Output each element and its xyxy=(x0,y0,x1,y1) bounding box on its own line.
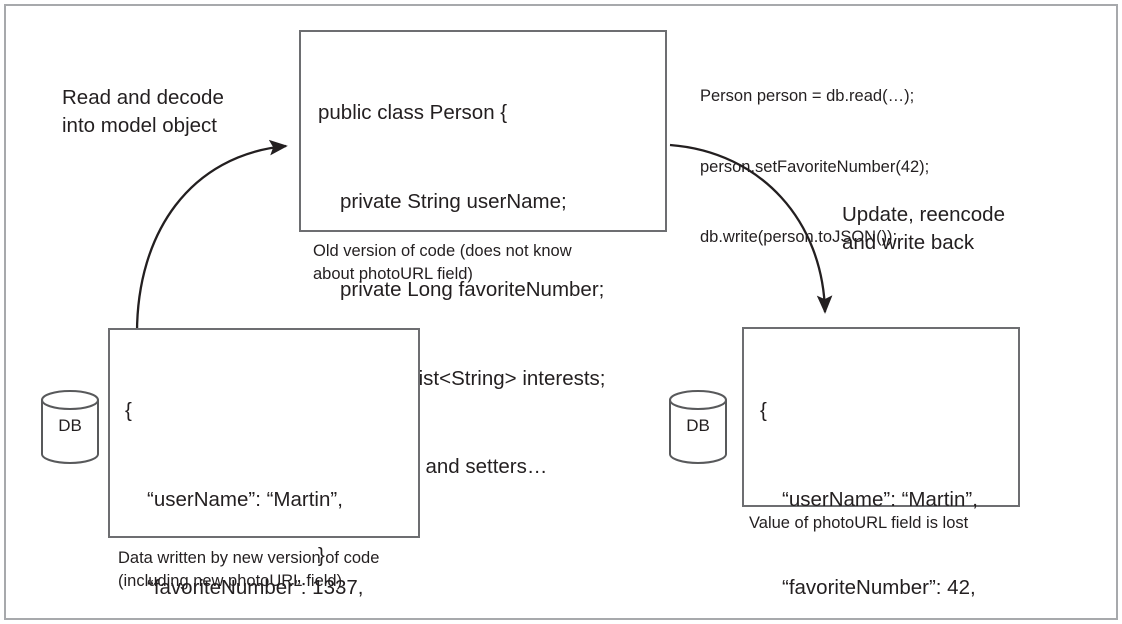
database-label: DB xyxy=(686,416,710,435)
class-code-line: private String userName; xyxy=(340,189,567,213)
class-code-line: private Long favoriteNumber; xyxy=(340,278,605,301)
right-json-line: { xyxy=(760,399,767,422)
usage-code-line: person.setFavoriteNumber(42); xyxy=(700,157,930,176)
class-code-line: } xyxy=(318,543,325,567)
right-json-text: { “userName”: “Martin”, “favoriteNumber”… xyxy=(760,337,980,624)
figure-frame xyxy=(4,4,1118,620)
right-json-caption: Value of photoURL field is lost xyxy=(749,514,969,532)
left-json-box xyxy=(108,328,420,538)
usage-code-text: Person person = db.read(…); person.setFa… xyxy=(700,38,929,297)
read-arrow-label-text: Read and decode into model object xyxy=(62,86,224,137)
left-json-caption: Data written by new version of code (inc… xyxy=(118,549,380,590)
left-json-line: { xyxy=(125,399,132,422)
cylinder-icon xyxy=(41,390,99,465)
right-json-line: “userName”: “Martin”, xyxy=(782,487,978,511)
usage-code-line: Person person = db.read(…); xyxy=(700,87,915,105)
database-icon-left: DB xyxy=(38,388,102,466)
left-json-text: { “userName”: “Martin”, “favoriteNumber”… xyxy=(125,337,363,624)
usage-code-line: db.write(person.toJSON()); xyxy=(700,228,898,246)
class-box-caption: Old version of code (does not know about… xyxy=(313,242,572,283)
right-json-box xyxy=(742,327,1020,507)
database-icon-right: DB xyxy=(666,388,730,466)
class-code-box xyxy=(299,30,667,232)
right-json-line: “favoriteNumber”: 42, xyxy=(782,576,976,599)
read-arrow-label: Read and decode into model object xyxy=(62,84,224,139)
write-arrow-label: Update, reencode and write back xyxy=(842,201,1005,256)
cylinder-icon xyxy=(669,390,727,465)
database-label: DB xyxy=(58,416,82,435)
write-arrow-label-text: Update, reencode and write back xyxy=(842,203,1005,254)
left-json-line: “favoriteNumber”: 1337, xyxy=(147,576,364,599)
class-code-line: public class Person { xyxy=(318,101,508,124)
left-json-line: “userName”: “Martin”, xyxy=(147,487,343,511)
